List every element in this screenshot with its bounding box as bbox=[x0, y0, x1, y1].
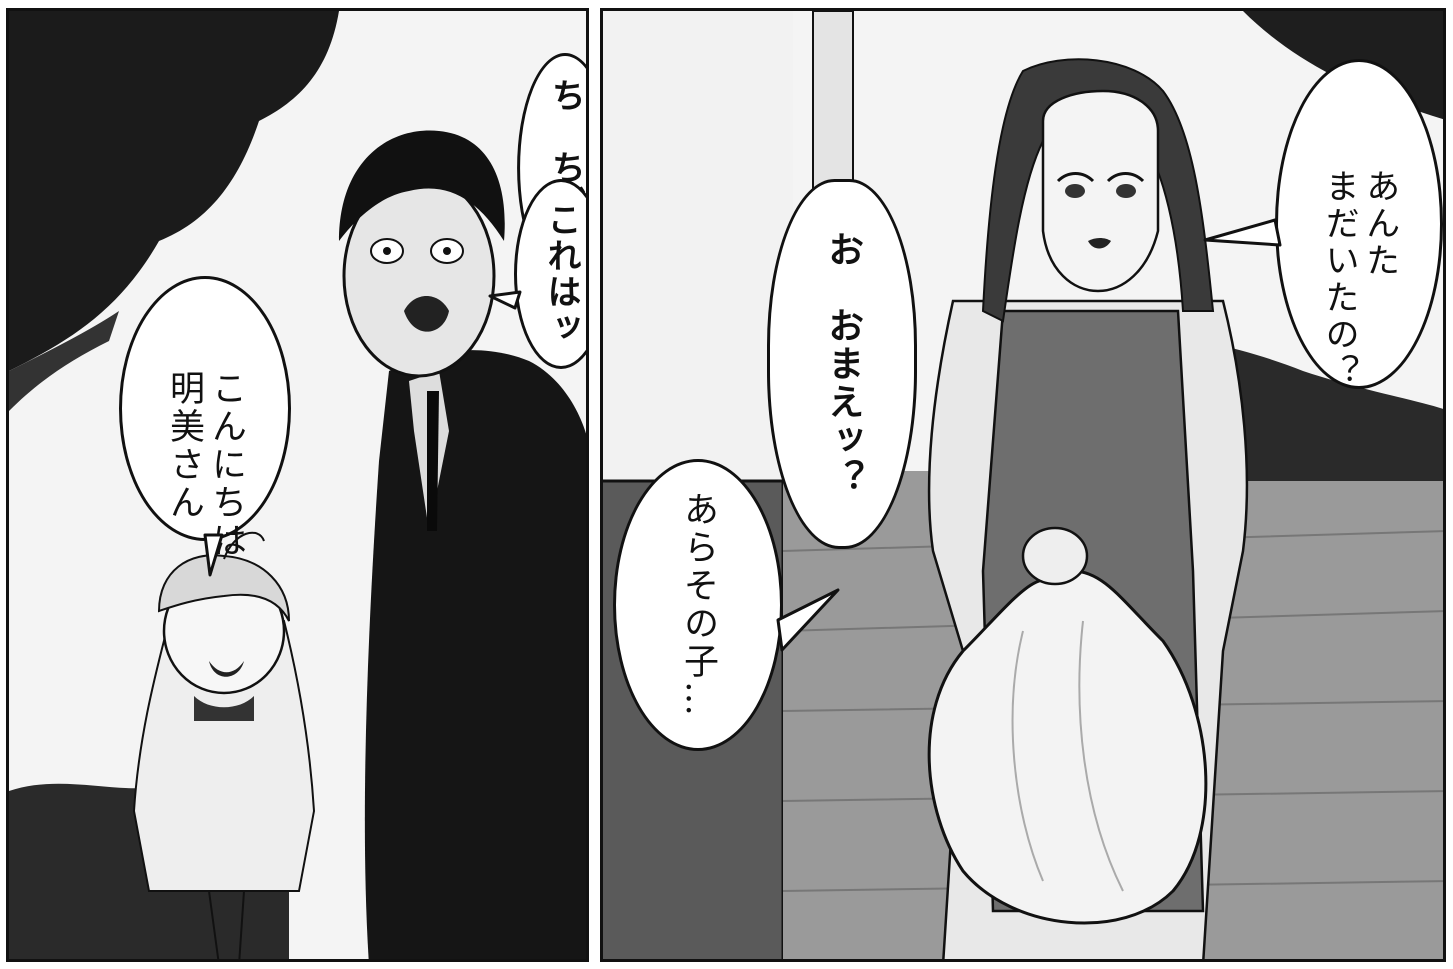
panel-left-art bbox=[9, 11, 586, 959]
speech-text-line2: 明美さん bbox=[164, 370, 204, 523]
panel-right-art bbox=[603, 11, 1443, 959]
speech-bubble-anta: あんた まだいたの？ bbox=[1275, 59, 1443, 391]
speech-text: あらその子… bbox=[678, 491, 718, 719]
speech-text: これはッ bbox=[541, 202, 582, 346]
speech-text-line1: こんにちは bbox=[206, 370, 246, 561]
speech-bubble-korewa: これはッ bbox=[514, 179, 586, 369]
panel-right: あんた まだいたの？ お おまえッ？ あらその子… bbox=[600, 8, 1446, 962]
speech-text-line1: あんた bbox=[1359, 168, 1400, 280]
speech-text: お おまえッ？ bbox=[822, 231, 864, 497]
speech-bubble-omae: お おまえッ？ bbox=[767, 179, 917, 549]
speech-text-line2: まだいたの？ bbox=[1319, 168, 1359, 391]
panel-left: ち ちがッ これはッ こんにちは 明美さん bbox=[6, 8, 589, 962]
speech-bubble-konnichiwa: こんにちは 明美さん bbox=[119, 276, 291, 560]
speech-bubble-arasonoko: あらその子… bbox=[613, 459, 783, 751]
